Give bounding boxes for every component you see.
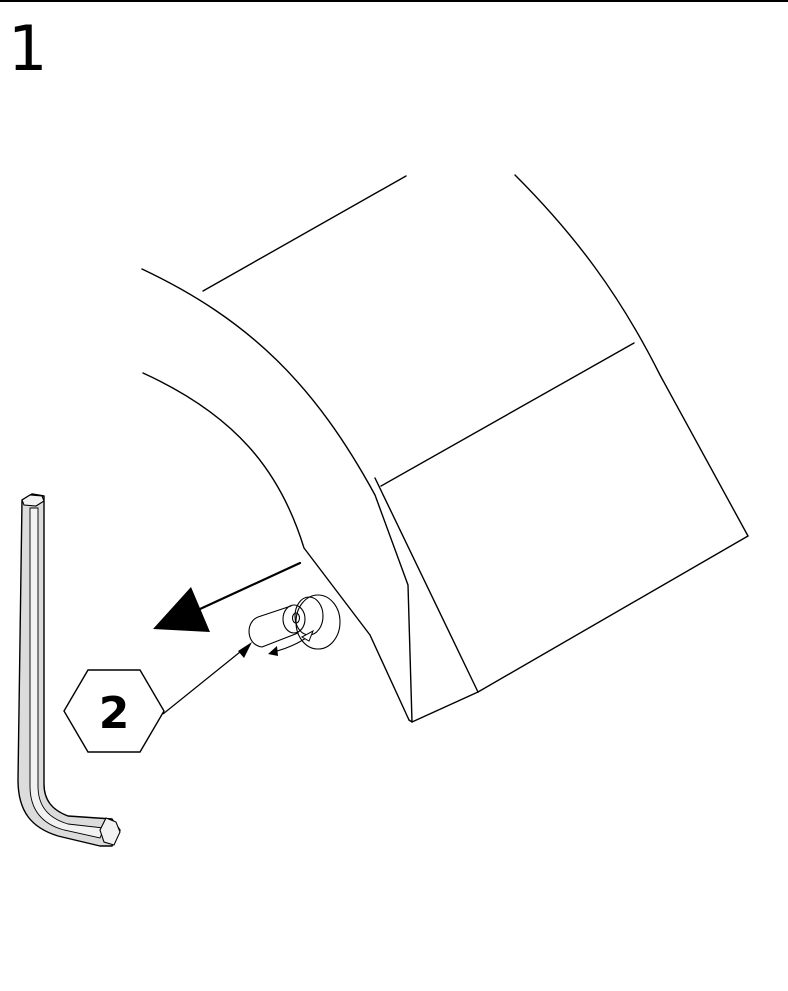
callout-leader — [162, 642, 252, 715]
hex-key-icon — [17, 493, 121, 847]
upper-rail — [202, 175, 407, 292]
barrel-hole — [291, 612, 301, 624]
bolt-icon — [248, 594, 341, 656]
hex-key-top-end — [21, 494, 45, 507]
frame-bottom-edge — [408, 691, 479, 723]
frame-outer-edge — [141, 268, 413, 723]
panel-seam — [374, 477, 479, 693]
washer-ring-outer — [295, 594, 341, 650]
furniture-frame — [141, 174, 749, 723]
part-number-label: 2 — [99, 688, 130, 739]
lower-rail — [477, 535, 749, 693]
middle-rail — [380, 342, 635, 487]
step-number: 1 — [8, 12, 48, 85]
arrow-left-icon — [153, 561, 302, 632]
hex-key-shaft — [17, 493, 121, 847]
top-divider — [0, 0, 788, 2]
back-panel-outer-curve — [514, 174, 749, 537]
hex-key-arm-end — [99, 817, 121, 846]
barrel-body — [248, 605, 299, 648]
hexagon-badge-icon: 2 — [63, 669, 165, 753]
barrel-end — [282, 604, 306, 634]
frame-inner-edge — [142, 372, 410, 721]
